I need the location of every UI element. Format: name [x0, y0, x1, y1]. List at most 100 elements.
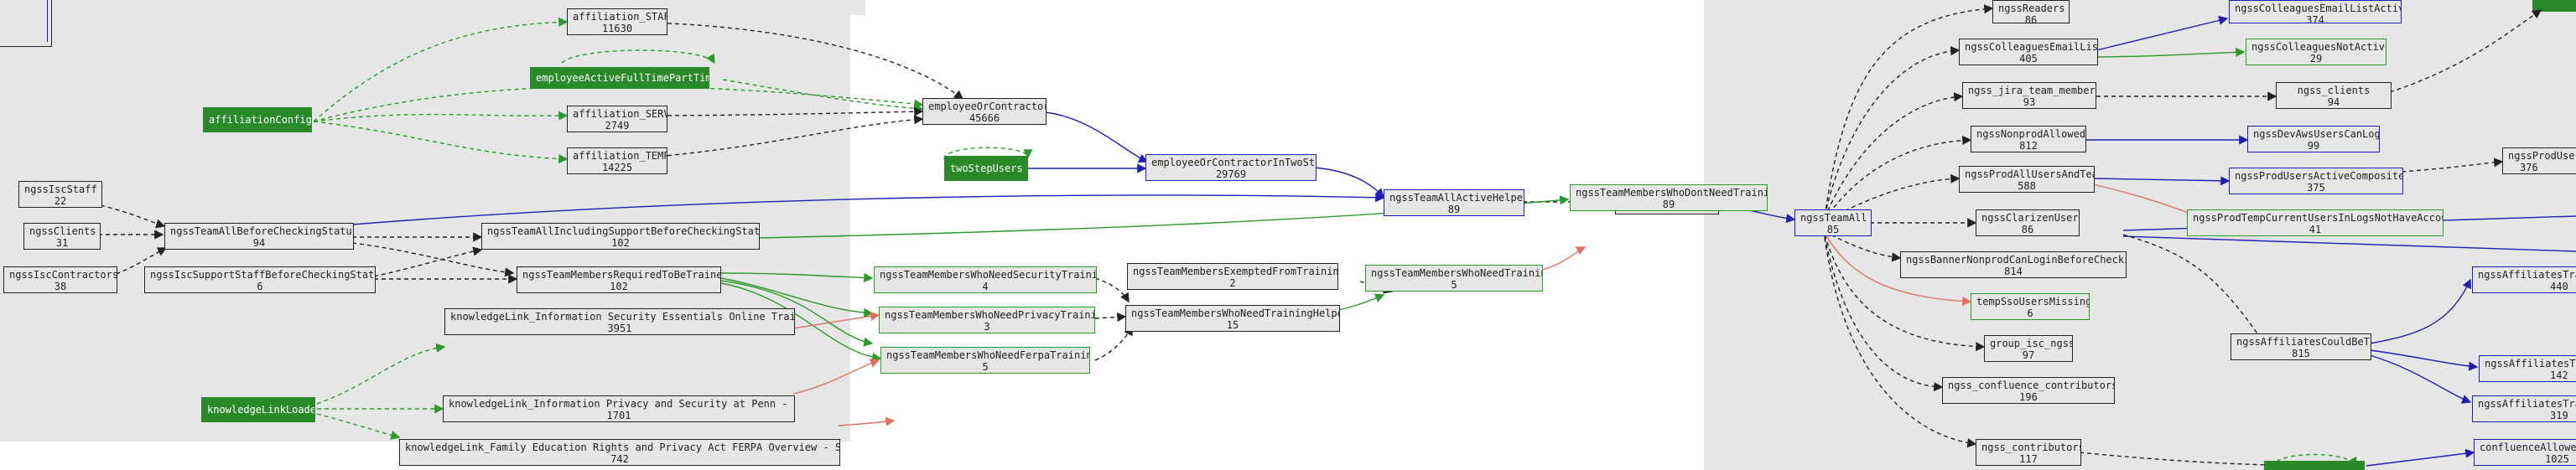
node-ngss-prod-temp-current-users[interactable]: ngssProdTempCurrentUsersInLogsNotHaveAcc… — [2187, 209, 2444, 236]
node-employee-or-contractor[interactable]: employeeOrContractor 45666 — [922, 98, 1046, 125]
node-ngss-affiliates-could-be-trained[interactable]: ngssAffiliatesCouldBeTrained 815 — [2231, 333, 2371, 360]
node-confluence-allowed[interactable]: confluenceAllowed 1025 — [2474, 439, 2576, 466]
node-knowledge-link-loader[interactable]: knowledgeLinkLoader — [201, 397, 315, 422]
node-ngss-colleagues-not-active[interactable]: ngssColleaguesNotActive 29 — [2246, 39, 2386, 65]
node-knowledge-link-security[interactable]: knowledgeLink_Information Security Essen… — [444, 308, 795, 335]
node-count: 376 — [2520, 162, 2538, 173]
node-ngss-clients[interactable]: ngssClients 31 — [23, 223, 101, 250]
node-label: ngssIscStaff — [24, 183, 97, 195]
node-ngss-clients-right[interactable]: ngss_clients 94 — [2276, 82, 2392, 109]
node-ngss-team-all[interactable]: ngssTeamAll 85 — [1794, 209, 1872, 236]
node-ngss-nonprod-allowed[interactable]: ngssNonprodAllowed 812 — [1971, 126, 2086, 152]
node-ngss-team-all-active-helper[interactable]: ngssTeamAllActiveHelper 89 — [1384, 189, 1524, 216]
node-employee-or-contractor-in-two-step[interactable]: employeeOrContractorInTwoStep 29769 — [1145, 154, 1317, 181]
node-count: 1025 — [2545, 453, 2569, 465]
node-label: ngssNonprodAllowed — [1976, 128, 2086, 140]
node-count: 2749 — [605, 120, 630, 132]
node-affiliation-serv[interactable]: affiliation_SERV 2749 — [567, 106, 667, 132]
node-label: group_isc_ngss — [1990, 338, 2073, 349]
node-count: 94 — [2327, 96, 2340, 108]
node-label: ngssTeamMembersWhoDontNeedTraining — [1576, 187, 1768, 199]
node-ngss-affiliates-tra-1[interactable]: ngssAffiliatesTra 440 — [2472, 266, 2576, 293]
node-who-dont-need-training[interactable]: ngssTeamMembersWhoDontNeedTraining 89 — [1570, 184, 1768, 211]
node-label: ngssClients — [29, 225, 96, 237]
node-count: 94 — [252, 237, 266, 249]
node-count: 89 — [1662, 199, 1675, 210]
node-affiliation-temp[interactable]: affiliation_TEMP 14225 — [567, 147, 667, 174]
node-label: ngssAffiliatesTra — [2478, 269, 2576, 281]
node-label: ngssTeamMembersRequiredToBeTrained — [522, 269, 721, 281]
node-ngss-affiliates-tra-3[interactable]: ngssAffiliatesTra 319 — [2472, 395, 2576, 422]
node-label: ngssTeamMembersWhoNeedTraining — [1371, 267, 1543, 279]
node-ngss-team-members-required-to-be-trained[interactable]: ngssTeamMembersRequiredToBeTrained 102 — [517, 266, 721, 293]
node-ngss-prod-all-users-and-team[interactable]: ngssProdAllUsersAndTeam 588 — [1959, 166, 2095, 193]
node-label: ngssAffiliatesTra — [2478, 398, 2576, 410]
node-label: affiliation_SERV — [573, 108, 667, 120]
node-two-step-users[interactable]: twoStepUsers — [944, 156, 1028, 181]
node-group-isc-ngss[interactable]: group_isc_ngss 97 — [1984, 335, 2073, 362]
node-label: confluenceAllowed — [2480, 442, 2576, 453]
node-count: 45666 — [969, 112, 1000, 124]
node-count: 196 — [2019, 391, 2038, 403]
node-count: 2 — [1229, 277, 1236, 289]
node-ngss-isc-staff[interactable]: ngssIscStaff 22 — [18, 181, 102, 208]
node-label: affiliation_TEMP — [573, 150, 667, 162]
node-count: 812 — [2019, 140, 2038, 152]
node-who-need-security-training[interactable]: ngssTeamMembersWhoNeedSecurityTraining 4 — [874, 266, 1097, 293]
node-ngss-jira-team-members[interactable]: ngss_jira_team_members 93 — [1962, 82, 2096, 109]
node-label: ngssTeamMembersWhoNeedFerpaTraining — [886, 349, 1090, 361]
node-label: knowledgeLinkLoader — [207, 404, 315, 416]
node-count: 815 — [2292, 348, 2310, 359]
node-ngss-team-all-before-checking-status[interactable]: ngssTeamAllBeforeCheckingStatus 94 — [164, 223, 354, 250]
node-who-need-privacy-training[interactable]: ngssTeamMembersWhoNeedPrivacyTraining 3 — [879, 307, 1095, 333]
node-label: ngssIscSupportStaffBeforeCheckingStatus — [150, 269, 376, 281]
node-who-need-training[interactable]: ngssTeamMembersWhoNeedTraining 5 — [1365, 265, 1543, 292]
node-label: ngss_contributors — [1981, 442, 2081, 453]
node-count: 6 — [257, 281, 263, 292]
node-ngss-affiliates-tra-2[interactable]: ngssAffiliatesTra 142 — [2479, 355, 2576, 382]
node-ngss-team-all-including-support[interactable]: ngssTeamAllIncludingSupportBeforeCheckin… — [481, 223, 760, 250]
node-ngss-isc-contractors[interactable]: ngssIscContractors 38 — [3, 266, 117, 293]
node-green-bottom[interactable] — [2264, 461, 2365, 470]
node-ngss-readers[interactable]: ngssReaders 86 — [1992, 0, 2070, 23]
node-who-need-ferpa-training[interactable]: ngssTeamMembersWhoNeedFerpaTraining 5 — [880, 347, 1090, 374]
node-count: 31 — [55, 237, 69, 249]
node-count: 375 — [2307, 182, 2325, 194]
node-ngss-banner-nonprod[interactable]: ngssBannerNonprodCanLoginBeforeCheckingS… — [1900, 251, 2127, 278]
node-label: affiliationConfig — [209, 114, 312, 126]
node-ngss-colleagues-email-list-active[interactable]: ngssColleaguesEmailListActive 374 — [2229, 0, 2402, 23]
node-ngss-prod-user[interactable]: ngssProdUser 376 — [2502, 147, 2576, 174]
node-count: 93 — [2023, 96, 2036, 108]
node-knowledge-link-privacy[interactable]: knowledgeLink_Information Privacy and Se… — [443, 395, 795, 422]
node-employee-active-part-time[interactable]: employeeActiveFullTimePartTime — [530, 67, 709, 89]
node-count: 86 — [2024, 14, 2038, 23]
node-count: 440 — [2550, 281, 2568, 292]
node-temp-sso-users-missing[interactable]: tempSsoUsersMissing 6 — [1971, 293, 2090, 320]
node-count: 85 — [1826, 224, 1840, 235]
node-exempted-from-training[interactable]: ngssTeamMembersExemptedFromTraining 2 — [1127, 263, 1338, 290]
node-ngss-dev-aws-users-can-login[interactable]: ngssDevAwsUsersCanLogin 99 — [2247, 126, 2380, 152]
node-label: employeeOrContractor — [928, 101, 1046, 112]
node-who-need-training-helper[interactable]: ngssTeamMembersWhoNeedTrainingHelper 15 — [1125, 305, 1340, 332]
node-affiliation-config[interactable]: affiliationConfig — [203, 107, 312, 132]
node-affiliation-staf[interactable]: affiliation_STAF 11630 — [567, 8, 667, 35]
node-ngss-confluence-contributors[interactable]: ngss_confluence_contributors 196 — [1942, 377, 2115, 404]
node-ngss-colleagues-email-list[interactable]: ngssColleaguesEmailList 405 — [1959, 39, 2098, 65]
node-label: ngssTeamMembersWhoNeedPrivacyTraining — [885, 309, 1095, 321]
node-label: ngssIscContractors — [9, 269, 117, 281]
node-label: knowledgeLink_Family Education Rights an… — [405, 442, 840, 453]
node-label: ngssColleaguesEmailListActive — [2235, 3, 2402, 14]
node-ngss-clarizen-user[interactable]: ngssClarizenUser 86 — [1976, 209, 2080, 236]
node-count: 99 — [2307, 140, 2320, 152]
node-ngss-isc-support-staff[interactable]: ngssIscSupportStaffBeforeCheckingStatus … — [144, 266, 376, 293]
node-knowledge-link-ferpa[interactable]: knowledgeLink_Family Education Rights an… — [399, 439, 840, 466]
node-count: 1701 — [606, 410, 631, 421]
node-count: 405 — [2019, 53, 2038, 65]
node-count: 38 — [54, 281, 67, 292]
node-ngss-contributors[interactable]: ngss_contributors 117 — [1976, 439, 2081, 466]
node-count: 29 — [2309, 53, 2323, 65]
scroll-indicator — [47, 0, 48, 42]
node-ngss-prod-users-active-composite[interactable]: ngssProdUsersActiveComposite 375 — [2229, 168, 2403, 194]
node-label: ngssClarizenUser — [1981, 212, 2079, 224]
